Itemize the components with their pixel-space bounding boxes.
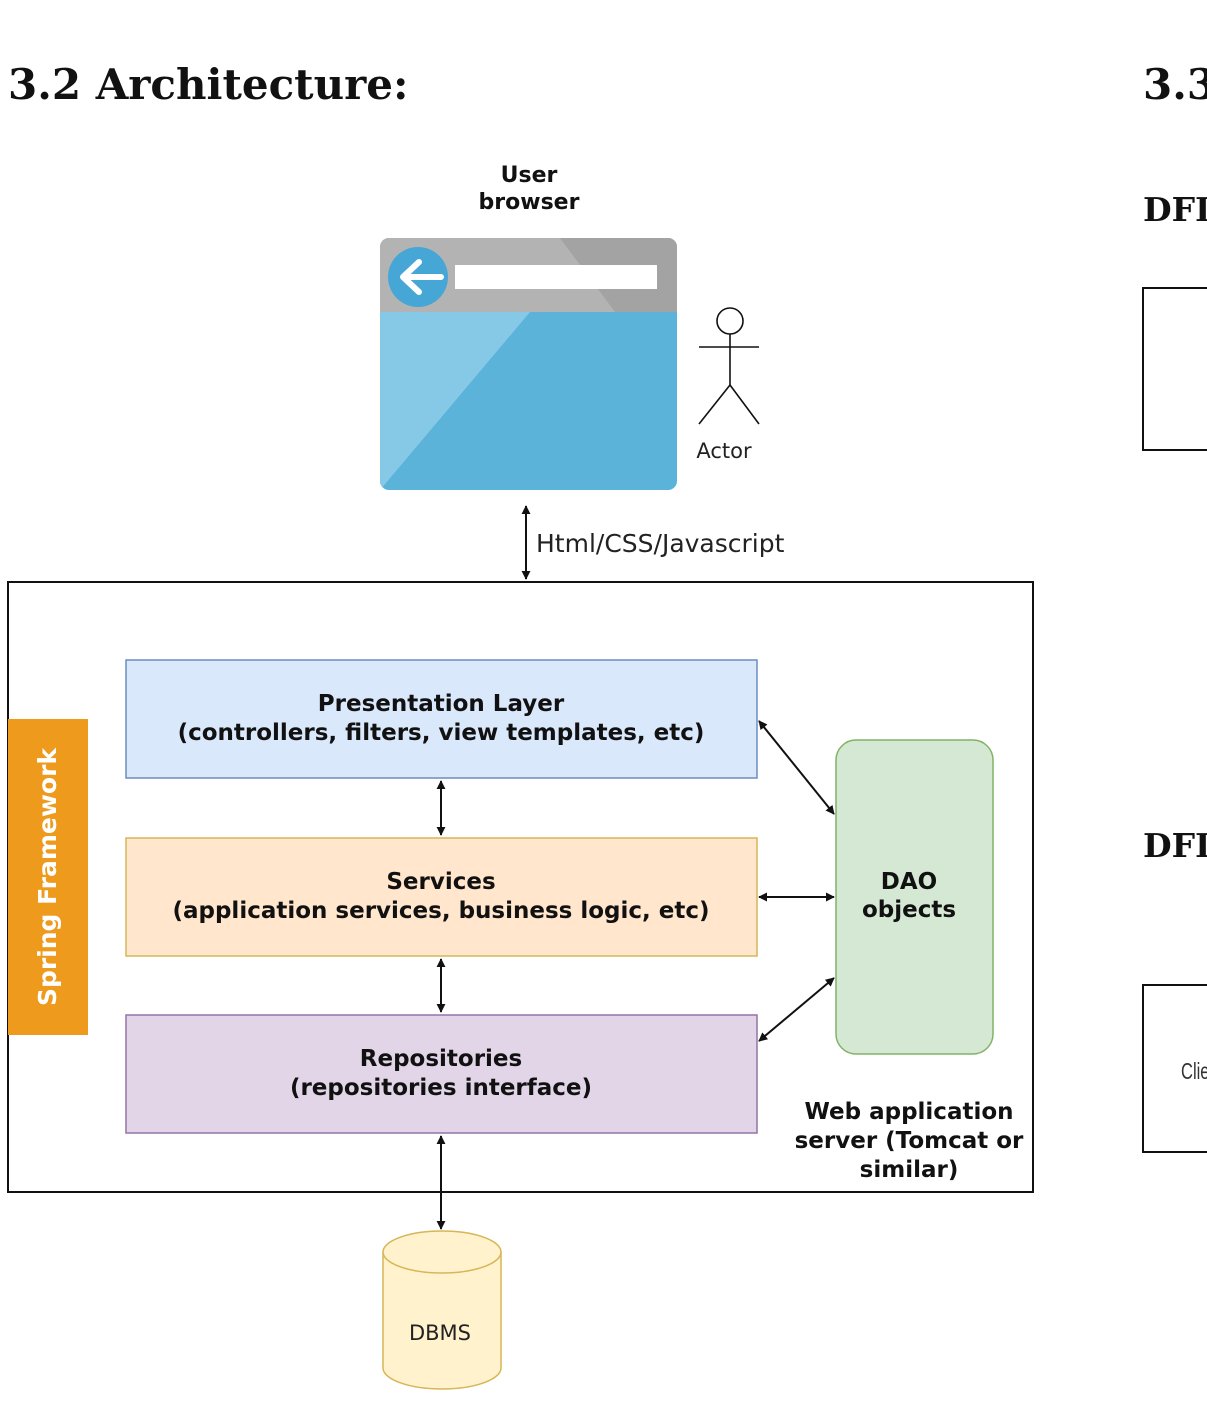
repositories-subtitle: (repositories interface) bbox=[290, 1075, 592, 1101]
actor-label: Actor bbox=[696, 439, 752, 463]
dfd-level0-partial-box bbox=[1142, 287, 1207, 451]
address-bar bbox=[455, 265, 657, 289]
presentation-subtitle: (controllers, filters, view templates, e… bbox=[178, 720, 705, 746]
repositories-layer-box bbox=[125, 1014, 758, 1134]
actor-icon bbox=[698, 307, 760, 425]
browser-title-line2: browser bbox=[479, 190, 580, 215]
dfd-heading-1: DFI bbox=[1143, 190, 1207, 229]
services-subtitle: (application services, business logic, e… bbox=[172, 898, 709, 924]
dao-label-line2: objects bbox=[862, 897, 956, 923]
dao-objects-box bbox=[835, 739, 994, 1055]
section-heading-architecture: 3.2 Architecture: bbox=[8, 60, 409, 109]
dao-label-line1: DAO bbox=[881, 869, 937, 895]
client-partial-label: Clie bbox=[1181, 1059, 1207, 1084]
services-title: Services bbox=[386, 869, 495, 895]
dfd-heading-2: DFI bbox=[1143, 826, 1207, 865]
dfd-level1-partial-box bbox=[1142, 984, 1207, 1153]
presentation-title: Presentation Layer bbox=[318, 691, 565, 717]
server-label-line1: Web application bbox=[804, 1099, 1013, 1125]
dbms-label: DBMS bbox=[409, 1321, 471, 1345]
services-layer-box bbox=[125, 837, 758, 957]
browser-title-line1: User bbox=[501, 163, 558, 188]
repositories-dao-arrow bbox=[758, 977, 835, 1042]
presentation-layer-box bbox=[125, 659, 758, 779]
section-heading-next: 3.3 bbox=[1143, 60, 1207, 109]
repositories-title: Repositories bbox=[360, 1046, 522, 1072]
spring-framework-bar bbox=[8, 719, 88, 1035]
server-label-line3: similar) bbox=[860, 1157, 959, 1183]
protocol-label: Html/CSS/Javascript bbox=[536, 529, 785, 558]
back-arrow-icon bbox=[388, 247, 448, 307]
presentation-dao-arrow bbox=[758, 720, 835, 815]
spring-framework-label: Spring Framework bbox=[33, 747, 62, 1006]
dbms-cylinder-icon bbox=[382, 1230, 502, 1390]
server-label-line2: server (Tomcat or bbox=[795, 1128, 1024, 1154]
